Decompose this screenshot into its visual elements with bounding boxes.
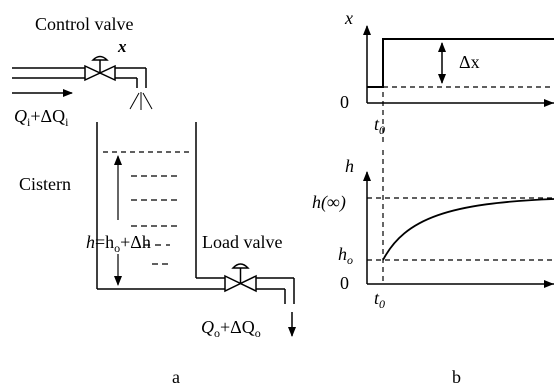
panel-a: Control valve x Qi+ΔQi: [12, 14, 296, 387]
bottom-zero-label: 0: [340, 273, 349, 293]
load-valve-label: Load valve: [202, 232, 282, 252]
bottom-y-label: h: [345, 156, 354, 176]
water-level-marks: [103, 151, 192, 265]
caption-b: b: [452, 367, 461, 387]
top-y-label: x: [344, 8, 353, 28]
control-valve-icon: [84, 55, 116, 82]
cistern-walls: [96, 122, 197, 290]
spray-lines: [129, 92, 153, 110]
bottom-t0-label: t0: [374, 288, 385, 311]
h-inf-label: h(∞): [312, 192, 346, 213]
outflow-pipe: [196, 277, 295, 304]
inflow-pipe: [12, 67, 147, 88]
step-input-line: [367, 38, 554, 88]
level-response-curve: [382, 198, 554, 261]
h0-label: ho: [338, 244, 353, 267]
top-zero-label: 0: [340, 92, 349, 112]
top-t0-label: t0: [374, 114, 385, 137]
control-variable-label: x: [117, 37, 127, 56]
inflow-label: Qi+ΔQi: [14, 106, 69, 129]
control-valve-label: Control valve: [35, 14, 133, 34]
level-label: h=ho+Δh: [86, 232, 151, 255]
outflow-label: Qo+ΔQo: [201, 317, 261, 340]
cistern-label: Cistern: [19, 174, 71, 194]
caption-a: a: [172, 367, 180, 387]
delta-x-label: Δx: [459, 52, 480, 72]
load-valve-icon: [224, 263, 257, 293]
plot-bottom: h h(∞) ho 0 t0 b: [312, 150, 554, 387]
plot-top: x 0 Δx t0: [340, 8, 554, 145]
